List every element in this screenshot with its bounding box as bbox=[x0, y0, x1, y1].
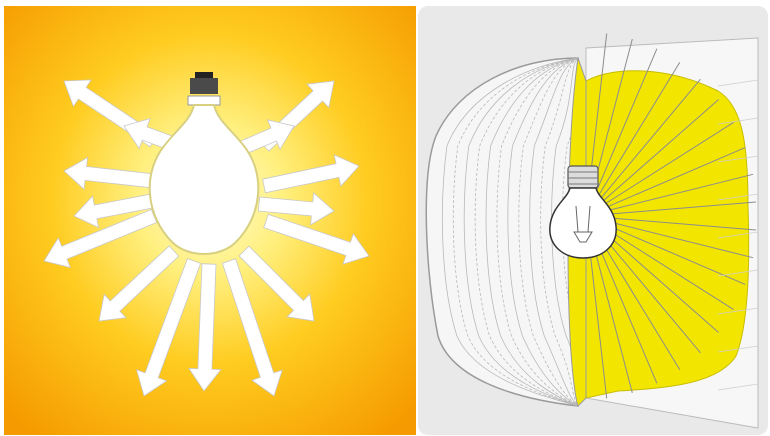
radiation-distribution-diagram bbox=[418, 6, 768, 435]
omnidirectional-radiation-diagram bbox=[4, 6, 416, 435]
distribution-surface-panel bbox=[418, 6, 768, 435]
bulb-radiation-panel bbox=[4, 6, 416, 435]
